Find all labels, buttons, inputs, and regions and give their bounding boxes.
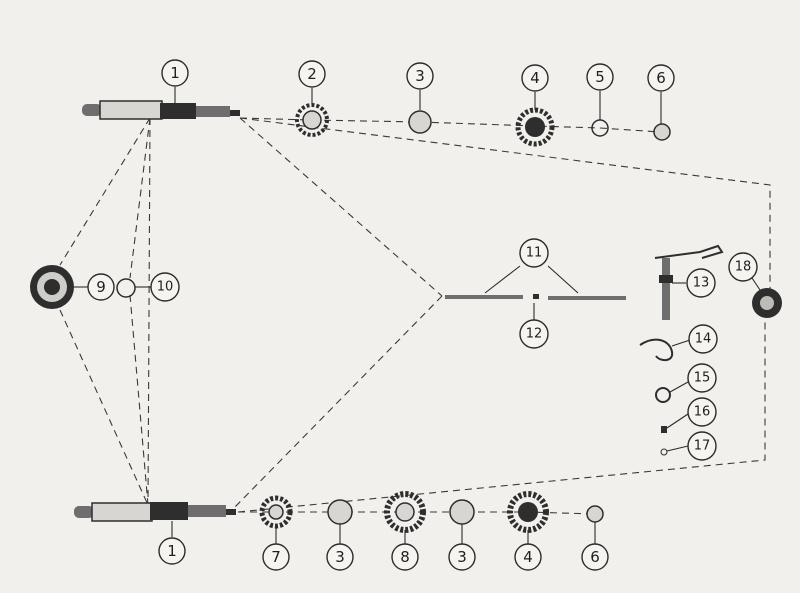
callout-1-bottom: 1 [158,537,186,565]
callout-5-text: 5 [595,68,605,86]
callout-15-text: 15 [694,371,711,386]
callout-1-top: 1 [161,59,189,87]
callout-6-bottom: 6 [581,543,609,571]
callout-11: 11 [519,238,549,268]
callout-1-top-text: 1 [170,64,180,82]
callout-4-bottom-text: 4 [523,548,533,566]
callout-10-text: 10 [157,280,174,295]
ring-15 [655,387,671,403]
gear-4-bottom [507,491,549,533]
callout-14: 14 [688,324,718,354]
selector-rods-11 [445,295,626,300]
block-16 [661,426,667,433]
callout-17-text: 17 [694,439,711,454]
callout-18-text: 18 [735,260,752,275]
spring-14 [639,338,674,362]
callout-18: 18 [728,252,758,282]
callout-12-text: 12 [526,327,543,342]
washer-3-top [408,110,432,134]
callout-3-top-text: 3 [415,67,425,85]
callout-10: 10 [150,272,180,302]
callout-16: 16 [687,397,717,427]
callout-3-bottom-a: 3 [326,543,354,571]
washer-3-bottom-b [449,499,475,525]
callout-4-top-text: 4 [530,69,540,87]
callout-1-bottom-text: 1 [167,542,177,560]
gear-4-top [515,107,555,147]
callout-7-text: 7 [271,548,281,566]
pin-12 [533,294,539,299]
washer-6-bottom [586,505,604,523]
callout-8: 8 [391,543,419,571]
callout-16-text: 16 [694,405,711,420]
leader-lines [74,87,761,544]
callout-13-text: 13 [693,276,710,291]
seal-18 [752,288,782,318]
callout-2-text: 2 [307,65,317,83]
callout-3-bottom-b: 3 [448,543,476,571]
bottom-shaft [74,502,236,522]
callout-6-top-text: 6 [656,69,666,87]
callout-6-top: 6 [647,64,675,92]
shift-lever-13 [654,244,724,320]
callout-17: 17 [687,431,717,461]
callout-14-text: 14 [695,332,712,347]
callout-3-bottom-b-text: 3 [457,548,467,566]
bearing-9 [30,265,74,309]
callout-15: 15 [687,363,717,393]
callout-13: 13 [686,268,716,298]
circlip-10 [116,278,136,298]
callout-6-bottom-text: 6 [590,548,600,566]
callout-3-bottom-a-text: 3 [335,548,345,566]
gear-2 [295,103,329,137]
washer-6-top [653,123,671,141]
callout-3-top: 3 [406,62,434,90]
gear-8 [384,491,426,533]
callout-9: 9 [87,273,115,301]
callout-12: 12 [519,319,549,349]
ring-17 [660,448,668,456]
callout-11-text: 11 [526,246,543,261]
callout-4-top: 4 [521,64,549,92]
callout-2: 2 [298,60,326,88]
top-shaft [82,100,240,120]
callout-5: 5 [586,63,614,91]
callout-7: 7 [262,543,290,571]
callout-4-bottom: 4 [514,543,542,571]
callout-9-text: 9 [96,278,106,296]
callout-8-text: 8 [400,548,410,566]
washer-3-bottom-a [327,499,353,525]
